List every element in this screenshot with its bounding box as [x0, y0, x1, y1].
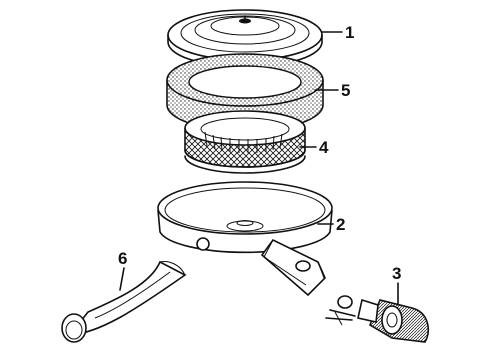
callout-1: 1	[345, 23, 354, 42]
callout-4: 4	[319, 138, 329, 157]
leader-lines	[119, 31, 399, 306]
air-cleaner-cover	[167, 9, 323, 68]
duct-hose	[61, 260, 187, 343]
leader-6	[119, 267, 125, 291]
callout-2: 2	[336, 215, 345, 234]
snorkel-tube	[260, 238, 326, 297]
sensor-valve-assembly	[325, 295, 429, 343]
air-cleaner-housing	[157, 181, 333, 254]
callout-6: 6	[118, 249, 127, 268]
callout-3: 3	[392, 264, 401, 283]
inner-filter-element	[184, 110, 306, 174]
callout-5: 5	[341, 81, 350, 100]
